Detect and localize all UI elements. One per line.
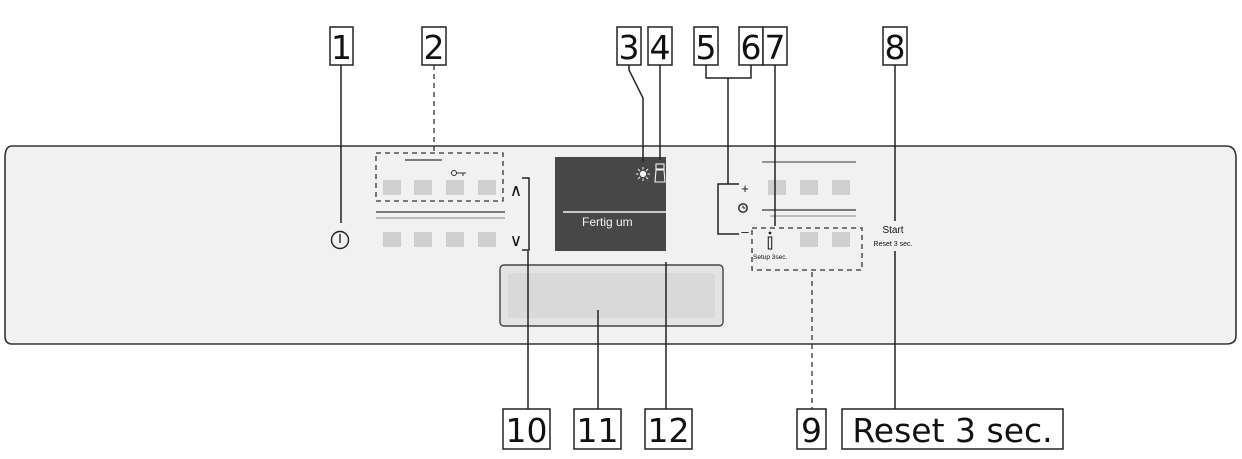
key-icon: [451, 170, 466, 176]
svg-text:10: 10: [506, 411, 548, 450]
option-button[interactable]: [768, 180, 786, 195]
callout-2: 2: [421, 26, 447, 67]
minus-icon[interactable]: –: [741, 224, 749, 239]
svg-text:6: 6: [741, 28, 762, 67]
svg-text:12: 12: [648, 411, 690, 450]
info-icon[interactable]: [767, 231, 773, 250]
display-text: Fertig um: [582, 215, 633, 229]
svg-text:7: 7: [765, 28, 786, 67]
svg-text:Reset 3 sec.: Reset 3 sec.: [852, 411, 1052, 450]
callout-6: 6: [738, 26, 764, 67]
program-button[interactable]: [478, 180, 496, 195]
start-label: Start: [882, 225, 903, 236]
reset-small-label: Reset 3 sec.: [874, 241, 913, 248]
program-button[interactable]: [414, 232, 432, 247]
option-button[interactable]: [832, 232, 850, 247]
callout-reset: Reset 3 sec.: [841, 408, 1064, 450]
callout-7: 7: [762, 26, 788, 67]
option-button[interactable]: [832, 180, 850, 195]
svg-text:3: 3: [619, 28, 640, 67]
svg-text:4: 4: [650, 28, 671, 67]
clock-icon: [738, 203, 748, 213]
option-button[interactable]: [800, 232, 818, 247]
program-button[interactable]: [478, 232, 496, 247]
down-arrow-icon[interactable]: ∨: [510, 231, 522, 250]
svg-text:1: 1: [331, 28, 352, 67]
svg-text:9: 9: [801, 411, 822, 450]
power-icon[interactable]: [330, 230, 350, 250]
svg-text:2: 2: [424, 28, 445, 67]
svg-text:11: 11: [577, 411, 619, 450]
callout-4: 4: [647, 26, 673, 67]
program-button[interactable]: [383, 232, 401, 247]
dashed-box-9: [751, 227, 863, 271]
dashed-box-2: [375, 152, 504, 202]
salt-icon: [654, 163, 666, 183]
callout-10: 10: [502, 408, 551, 450]
plus-icon[interactable]: +: [741, 181, 749, 196]
up-arrow-icon[interactable]: ∧: [510, 181, 522, 200]
option-button[interactable]: [800, 180, 818, 195]
callout-3: 3: [616, 26, 642, 67]
program-button[interactable]: [446, 232, 464, 247]
svg-text:8: 8: [885, 28, 906, 67]
callout-11: 11: [573, 408, 622, 450]
rinse-aid-icon: [636, 167, 650, 181]
callout-8: 8: [882, 26, 908, 67]
bracket-10: [522, 177, 530, 251]
callout-12: 12: [644, 408, 693, 450]
callout-1: 1: [329, 26, 354, 67]
program-button[interactable]: [446, 180, 464, 195]
door-handle-recess: [508, 273, 715, 318]
display: [555, 157, 666, 251]
program-button[interactable]: [383, 180, 401, 195]
leader-line-3: [628, 65, 644, 162]
callout-5: 5: [693, 26, 719, 67]
svg-text:5: 5: [696, 28, 717, 67]
program-button[interactable]: [414, 180, 432, 195]
setup-label: Setup 3sec.: [753, 254, 788, 261]
callout-9: 9: [796, 408, 827, 450]
